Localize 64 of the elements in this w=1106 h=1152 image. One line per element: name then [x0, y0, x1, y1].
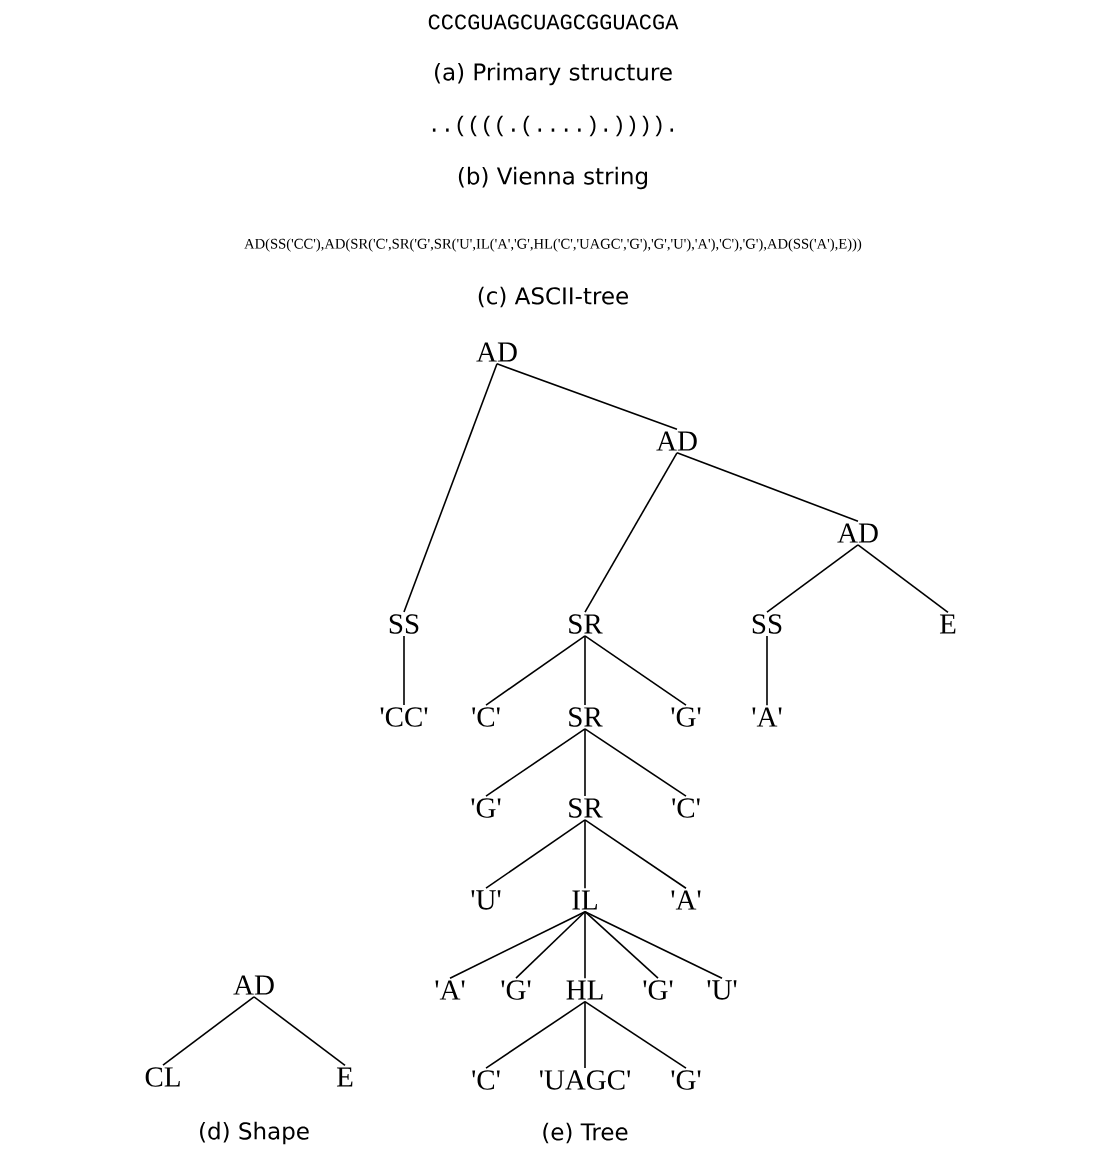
tree-edge: [584, 728, 687, 797]
tree-node-label: CL: [145, 1067, 180, 1087]
caption: (e) Tree: [543, 1122, 628, 1144]
tree-edge: [162, 996, 255, 1066]
caption: (b) Vienna string: [458, 166, 647, 190]
tree-node-label: AD: [837, 523, 878, 543]
tree-edge: [584, 1000, 687, 1069]
tree-edge: [766, 635, 768, 707]
tree-node-label: IL: [572, 890, 597, 910]
tree-node-label: 'C': [472, 1070, 500, 1090]
tree-edge: [403, 635, 405, 706]
tree-node-label: AD: [476, 342, 517, 362]
tree-edge: [485, 1000, 586, 1069]
tree-node-label: 'G': [671, 1070, 701, 1090]
tree-edge: [584, 728, 586, 797]
tree-node-label: 'A': [435, 980, 465, 1000]
tree-edge: [485, 728, 586, 797]
tree-edge: [584, 452, 678, 613]
tree-edge: [449, 910, 586, 980]
caption: (a) Primary structure: [435, 62, 672, 86]
tree-edge: [676, 452, 859, 522]
tree-node-label: 'C': [672, 798, 700, 818]
tree-node-label: AD: [656, 431, 697, 451]
tree-edge: [403, 363, 498, 613]
caption: (d) Shape: [200, 1121, 309, 1145]
tree-edge: [857, 544, 949, 614]
tree-node-label: E: [939, 614, 956, 634]
sequence-text: CCCGUAGCUAGCGGUACGA: [428, 14, 679, 30]
tree-node-label: SS: [389, 614, 419, 634]
tree-node-label: AD: [233, 975, 274, 995]
tree-edge: [253, 996, 346, 1067]
tree-edge: [496, 363, 678, 430]
tree-node-label: 'U': [471, 890, 501, 910]
tree-edge: [485, 635, 586, 706]
tree-edge: [485, 819, 586, 889]
tree-edge: [584, 910, 659, 979]
tree-node-label: SR: [569, 614, 603, 634]
tree-node-label: 'G': [643, 980, 673, 1000]
tree-node-label: 'A': [671, 890, 701, 910]
tree-edge: [584, 1000, 586, 1069]
caption: (c) ASCII-tree: [478, 286, 628, 308]
tree-node-label: 'C': [472, 707, 500, 727]
tree-node-label: SS: [752, 614, 782, 634]
tree-edge: [584, 635, 586, 706]
tree-string: AD(SS('CC'),AD(SR('C',SR('G',SR('U',IL('A','G',HL('C','UAGC','G'),'G','U'),'A'),'C'),'G'),AD(SS('A'),E))): [244, 238, 862, 252]
tree-edge: [584, 819, 586, 890]
tree-node-label: 'UAGC': [539, 1070, 631, 1090]
tree-node-label: 'CC': [380, 707, 428, 727]
tree-edge: [515, 910, 586, 979]
tree-node-label: 'U': [707, 980, 737, 1000]
tree-edge: [584, 910, 723, 979]
tree-node-label: HL: [566, 980, 603, 1000]
tree-node-label: 'A': [752, 707, 782, 727]
tree-node-label: 'G': [501, 980, 531, 1000]
bracket-string: ..((((.(....).)))).: [432, 115, 674, 137]
tree-node-label: SR: [569, 707, 603, 727]
tree-edge: [584, 819, 687, 890]
tree-edge: [584, 910, 586, 980]
tree-node-label: E: [336, 1067, 353, 1087]
tree-node-label: 'G': [671, 707, 701, 727]
tree-node-label: 'G': [471, 798, 501, 818]
tree-edge: [766, 544, 859, 613]
tree-edge: [584, 635, 687, 706]
tree-node-label: SR: [569, 798, 603, 818]
